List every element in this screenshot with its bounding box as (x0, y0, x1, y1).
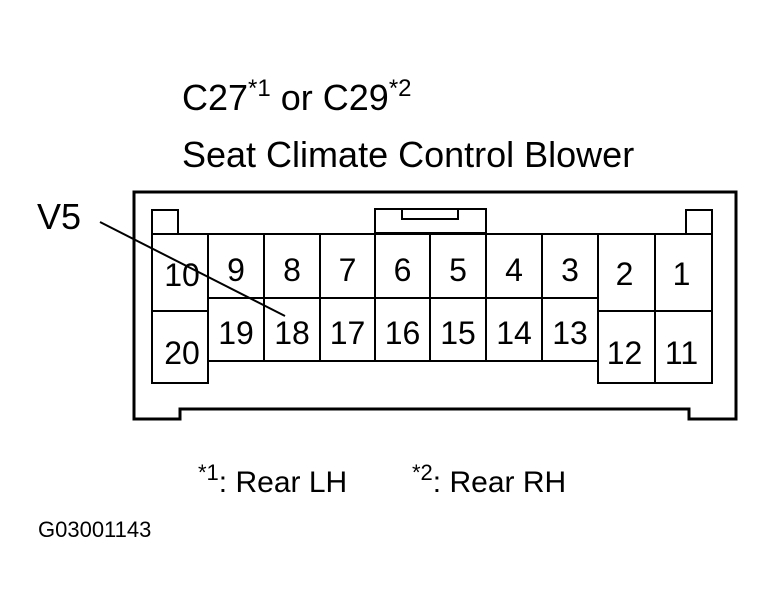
figure-code: G03001143 (38, 517, 152, 542)
terminal-number-15: 15 (440, 315, 476, 351)
cavity-bottom-11 (654, 310, 713, 384)
locking-tab-slot (401, 208, 459, 220)
terminal-number-8: 8 (283, 252, 301, 288)
footnote-2-text: : Rear RH (432, 466, 567, 499)
terminal-number-7: 7 (339, 252, 357, 288)
corner-guide-left (151, 209, 179, 235)
terminal-cavities (151, 233, 713, 384)
terminal-number-5: 5 (449, 252, 467, 288)
footnote-mark-2: *2 (388, 75, 412, 102)
corner-guide-right (685, 209, 713, 235)
footnote-1-text: : Rear LH (218, 466, 348, 499)
connector-c29-label: or C29 (280, 77, 389, 118)
terminal-number-12: 12 (607, 335, 643, 371)
footnote-1-mark: *1 (198, 460, 219, 485)
connector-housing (132, 190, 738, 421)
terminal-number-14: 14 (496, 315, 532, 351)
terminal-number-19: 19 (218, 315, 254, 351)
callout-label-v5: V5 (37, 196, 82, 237)
terminal-number-6: 6 (394, 252, 412, 288)
terminal-number-17: 17 (330, 315, 366, 351)
component-name: Seat Climate Control Blower (182, 134, 635, 175)
terminal-number-4: 4 (505, 252, 523, 288)
terminal-number-1: 1 (673, 256, 691, 292)
terminal-number-18: 18 (274, 315, 310, 351)
callout-leader-line (99, 221, 286, 317)
footnote-rear-lh: *1: Rear LH (198, 462, 348, 499)
terminal-number-13: 13 (552, 315, 588, 351)
footnote-2-mark: *2 (412, 460, 433, 485)
terminal-number-10: 10 (164, 257, 200, 293)
terminal-number-11: 11 (665, 335, 698, 371)
locking-tab (374, 208, 487, 234)
terminal-number-3: 3 (561, 252, 579, 288)
terminal-number-16: 16 (385, 315, 421, 351)
connector-c27-label: C27 (182, 77, 249, 118)
terminal-number-2: 2 (616, 256, 634, 292)
footnote-mark-1: *1 (248, 75, 271, 102)
terminal-number-9: 9 (227, 252, 245, 288)
footnote-rear-rh: *2: Rear RH (412, 462, 567, 499)
terminal-number-20: 20 (164, 335, 200, 371)
connector-title: C27*1 or C29*2 (182, 77, 412, 118)
